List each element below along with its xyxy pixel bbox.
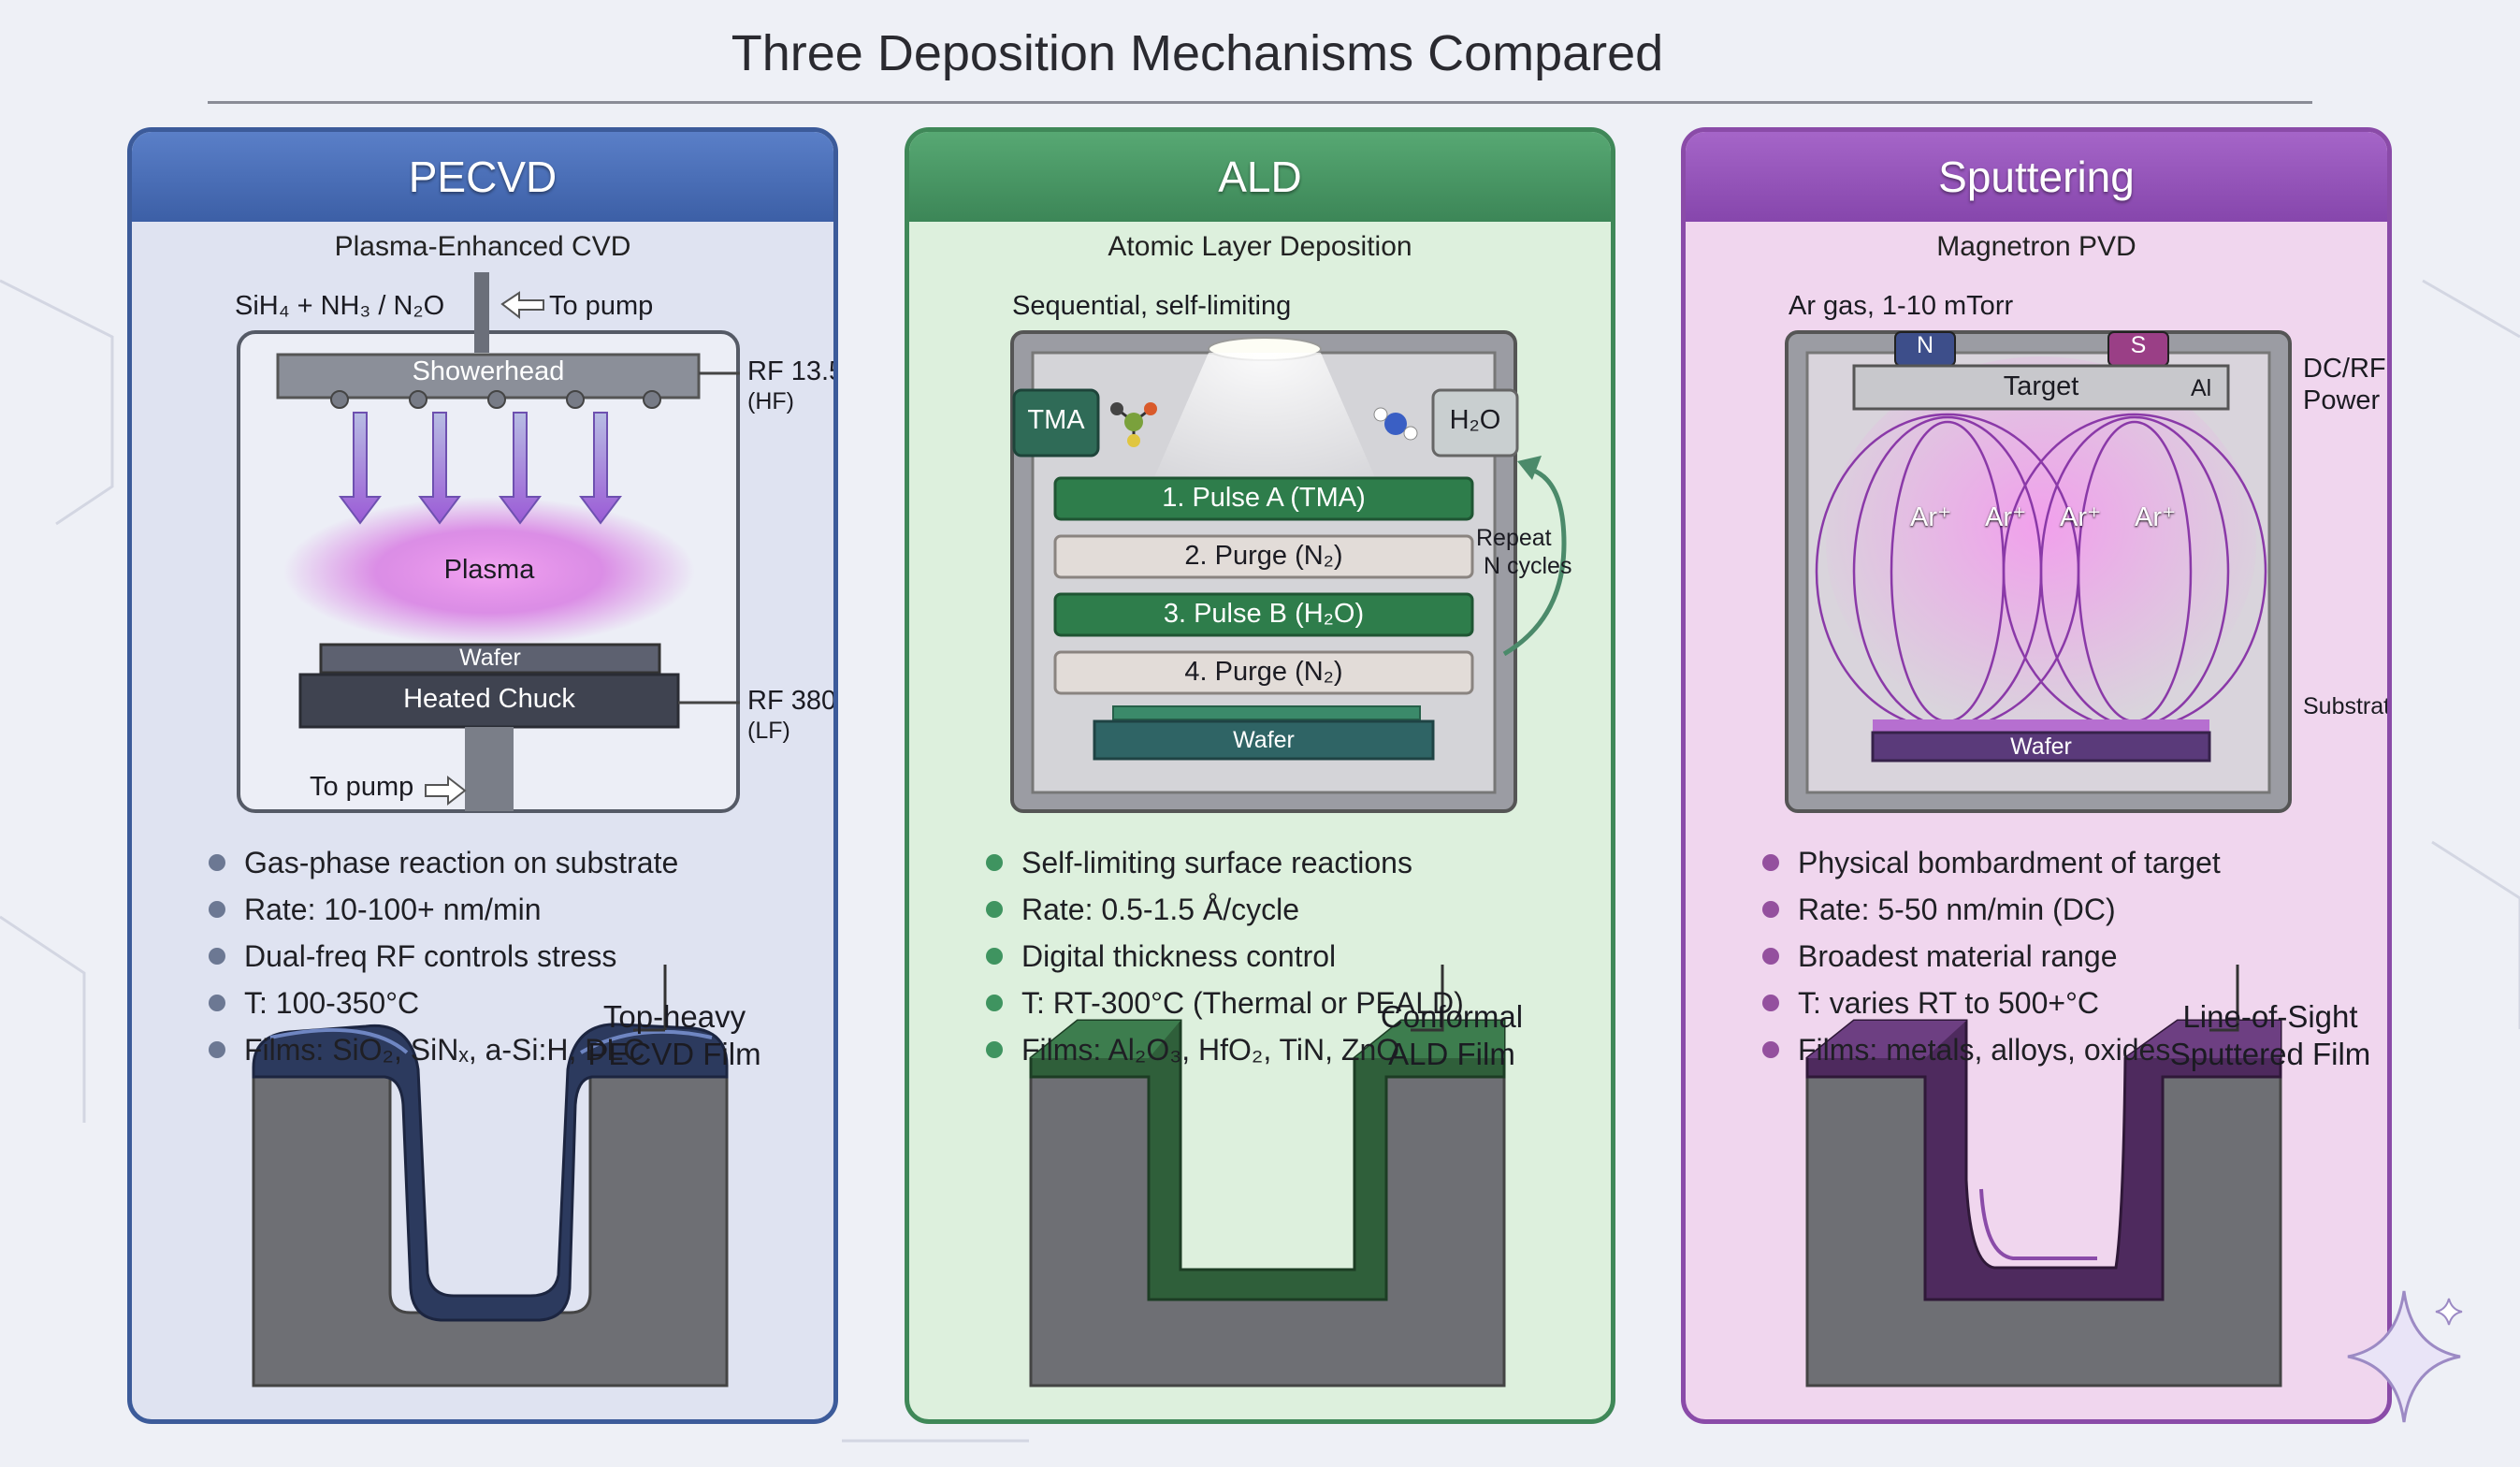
list-item: Physical bombardment of target [1762, 839, 2221, 886]
pecvd-wafer [319, 643, 661, 675]
pecvd-gas-label: SiH₄ + NH₃ / N₂O [235, 291, 445, 321]
list-item: T: RT-300°C (Thermal or PEALD) [986, 980, 1464, 1026]
page-title: Three Deposition Mechanisms Compared [731, 25, 1664, 81]
ald-film-cross-section [1029, 965, 1506, 1387]
ald-subtitle: Atomic Layer Deposition [1108, 231, 1412, 262]
sputter-wafer [1871, 731, 2211, 763]
repeat-label: Repeat [1476, 525, 1552, 551]
pecvd-film-cross-section [252, 965, 729, 1387]
pecvd-subtitle: Plasma-Enhanced CVD [334, 231, 631, 262]
pecvd-panel: PECVD Plasma-Enhanced CVD [127, 127, 838, 1424]
magnet-s-label: S [2130, 332, 2147, 358]
list-item: Dual-freq RF controls stress [209, 933, 678, 980]
showerhead-label: Showerhead [412, 356, 565, 386]
list-item: Films: Al₂O₃, HfO₂, TiN, ZnO [986, 1026, 1464, 1073]
sputtering-panel: Sputtering Magnetron PVD [1681, 127, 2392, 1424]
h2o-molecule-icon [1373, 407, 1418, 441]
tma-label: TMA [1027, 405, 1085, 435]
pecvd-wafer-label: Wafer [459, 645, 521, 671]
magnet-n-label: N [1916, 332, 1934, 358]
target-material-label: Al [2191, 375, 2212, 401]
ion-label: Ar⁺ [1985, 502, 2027, 532]
gas-flow-arrows [339, 412, 622, 525]
ald-bullets: Self-limiting surface reactions Rate: 0.… [986, 839, 1464, 1073]
sputtering-chamber-diagram [1785, 330, 2292, 1387]
list-item: Films: SiO₂, SiNₓ, a-Si:H, DLC [209, 1026, 678, 1073]
list-item: Rate: 0.5-1.5 Å/cycle [986, 886, 1464, 933]
list-item: Films: metals, alloys, oxides [1762, 1026, 2221, 1073]
rf-hf-label: RF 13.56 MHz [747, 356, 833, 386]
plasma-glow [283, 497, 695, 646]
h2o-label: H₂O [1449, 405, 1501, 435]
sputtering-header: Sputtering [1686, 132, 2387, 222]
ald-header: ALD [909, 132, 1611, 222]
pecvd-to-pump-bottom: To pump [310, 772, 414, 802]
ion-label: Ar⁺ [2135, 502, 2177, 532]
step-1-label: 1. Pulse A (TMA) [1162, 483, 1366, 513]
sparkle-icon [2347, 1290, 2463, 1423]
tma-box [1012, 388, 1100, 458]
list-item: Rate: 10-100+ nm/min [209, 886, 678, 933]
step-4-label: 4. Purge (N₂) [1184, 657, 1343, 687]
step-1-bar [1053, 476, 1474, 521]
list-item: T: varies RT to 500+°C [1762, 980, 2221, 1026]
chuck-label: Heated Chuck [403, 684, 575, 714]
step-2-bar [1053, 534, 1474, 579]
pecvd-bullets: Gas-phase reaction on substrate Rate: 10… [209, 839, 678, 1073]
step-3-bar [1053, 592, 1474, 637]
step-3-label: 3. Pulse B (H₂O) [1163, 599, 1365, 629]
list-item: Digital thickness control [986, 933, 1464, 980]
to-pump-bottom-arrow [425, 775, 467, 806]
sputter-plasma-glow [1826, 356, 2256, 731]
list-item: Rate: 5-50 nm/min (DC) [1762, 886, 2221, 933]
list-item: T: 100-350°C [209, 980, 678, 1026]
to-pump-top-arrow [500, 291, 544, 320]
rf-lf-label: RF 380 kHz [747, 686, 837, 716]
heated-chuck [298, 673, 680, 729]
ald-panel: ALD Atomic Layer Deposition [905, 127, 1615, 1424]
pecvd-to-pump-top: To pump [549, 291, 654, 321]
rf-lf-note: (LF) [747, 718, 790, 744]
list-item: Self-limiting surface reactions [986, 839, 1464, 886]
pecvd-header: PECVD [132, 132, 833, 222]
sputtering-bullets: Physical bombardment of target Rate: 5-5… [1762, 839, 2221, 1073]
ald-chamber-diagram [1010, 330, 1567, 1387]
ald-wafer-label: Wafer [1233, 727, 1295, 753]
title-divider [208, 101, 2312, 104]
list-item: Gas-phase reaction on substrate [209, 839, 678, 886]
pecvd-chamber-diagram [237, 272, 740, 1387]
h2o-box [1431, 388, 1519, 458]
list-item: Broadest material range [1762, 933, 2221, 980]
ion-label: Ar⁺ [2060, 502, 2102, 532]
substrate-label: Substrate [2303, 693, 2391, 719]
target-label: Target [2003, 371, 2079, 401]
ald-note: Sequential, self-limiting [1012, 291, 1292, 321]
tma-molecule-icon [1110, 402, 1157, 447]
repeat-arrow-icon [1502, 466, 1567, 657]
step-2-label: 2. Purge (N₂) [1184, 541, 1343, 571]
sputtering-subtitle: Magnetron PVD [1936, 231, 2136, 262]
ald-wafer [1093, 719, 1435, 761]
sputter-gas-label: Ar gas, 1-10 mTorr [1789, 291, 2014, 321]
target-plate [1852, 364, 2230, 411]
plasma-label: Plasma [443, 555, 535, 585]
rf-hf-note: (HF) [747, 388, 794, 414]
repeat-cycles-label: N cycles [1484, 553, 1572, 579]
step-4-bar [1053, 650, 1474, 695]
sputter-wafer-label: Wafer [2010, 734, 2072, 760]
sputtering-film-cross-section [1805, 965, 2282, 1387]
ion-label: Ar⁺ [1910, 502, 1952, 532]
